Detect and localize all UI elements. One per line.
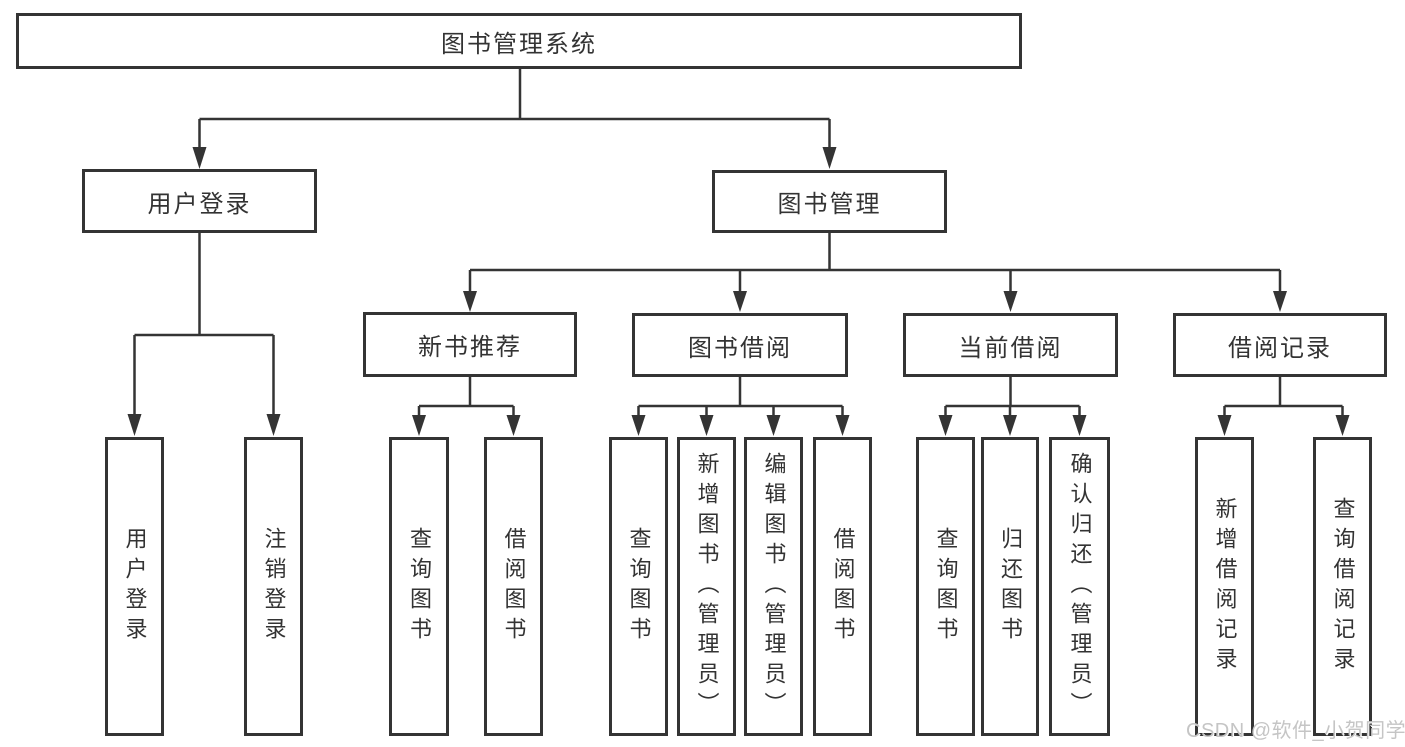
node-query-books-recommend: 查询图书 (389, 437, 449, 736)
node-edit-book-admin: 编辑图书（管理员） (744, 437, 803, 736)
node-new-book-recommend: 新书推荐 (363, 312, 577, 377)
node-current-borrowing: 当前借阅 (903, 313, 1118, 377)
node-library-management-system: 图书管理系统 (16, 13, 1022, 69)
watermark: CSDN @软件_小贺同学 (1186, 720, 1405, 742)
node-query-borrow-record: 查询借阅记录 (1313, 437, 1372, 736)
node-book-management: 图书管理 (712, 170, 947, 233)
node-confirm-return-admin: 确认归还（管理员） (1049, 437, 1110, 736)
node-book-borrowing: 图书借阅 (632, 313, 848, 377)
node-logout-leaf: 注销登录 (244, 437, 303, 736)
node-add-book-admin: 新增图书（管理员） (677, 437, 736, 736)
node-query-books-current: 查询图书 (916, 437, 975, 736)
node-borrow-books-recommend: 借阅图书 (484, 437, 543, 736)
node-borrow-books-leaf: 借阅图书 (813, 437, 872, 736)
node-query-books-borrowing: 查询图书 (609, 437, 668, 736)
node-borrowing-records: 借阅记录 (1173, 313, 1387, 377)
node-add-borrow-record: 新增借阅记录 (1195, 437, 1254, 736)
node-user-login-leaf: 用户登录 (105, 437, 164, 736)
node-user-login: 用户登录 (82, 169, 317, 233)
node-return-book: 归还图书 (981, 437, 1039, 736)
